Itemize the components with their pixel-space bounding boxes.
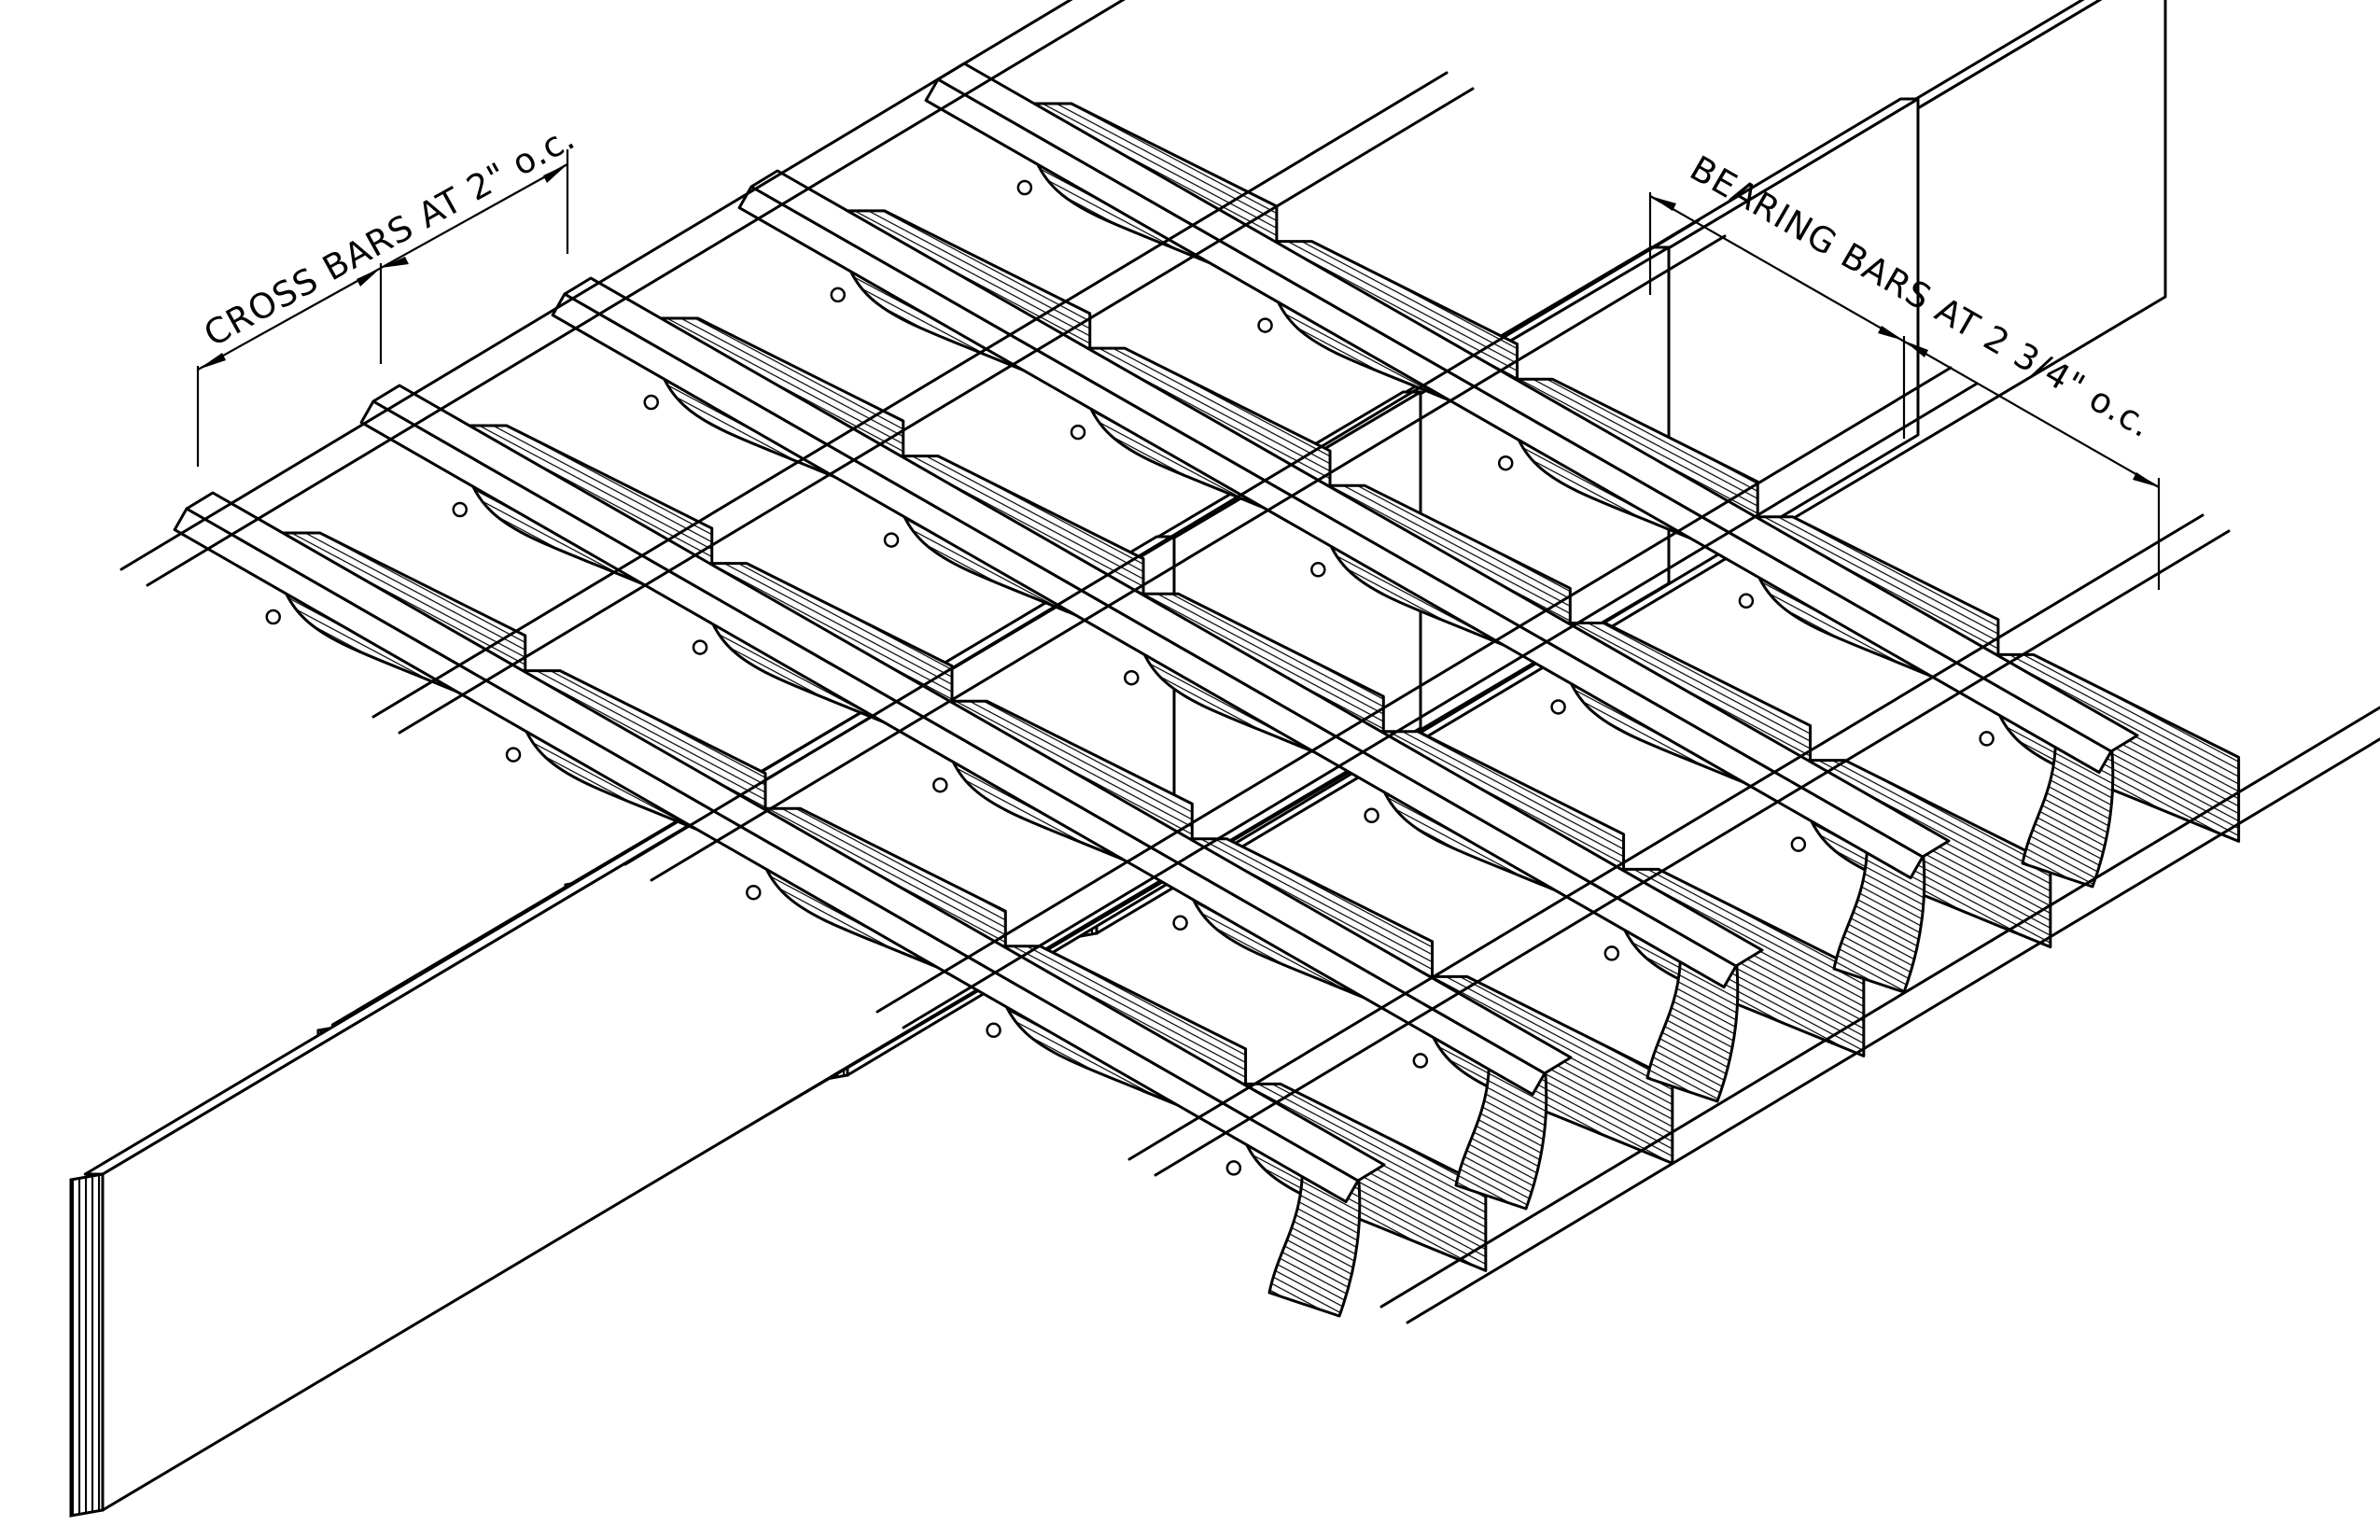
cross-bars-label: CROSS BARS AT 2" o.c. xyxy=(198,118,582,355)
twist-curl xyxy=(1124,669,1140,686)
twist-curl xyxy=(1364,807,1379,824)
twist-curl xyxy=(1070,424,1086,441)
twist-curl xyxy=(1497,455,1514,471)
top-cross-bar-top xyxy=(563,276,1764,968)
twist-curl xyxy=(1257,317,1273,333)
top-bearing-edge xyxy=(1379,706,2380,1324)
top-cross-bar xyxy=(173,491,1386,1204)
top-cross-bar xyxy=(551,276,1764,989)
twist-curl xyxy=(932,777,948,793)
twist-curl xyxy=(1172,915,1188,931)
top-bearing-edge xyxy=(1127,513,2231,1177)
twist-curl xyxy=(830,287,846,303)
twist-curl xyxy=(746,884,762,901)
top-bearing-edge xyxy=(119,0,1126,587)
twist-curl xyxy=(1738,593,1755,609)
top-cross-bar xyxy=(359,384,1573,1097)
twist-curl xyxy=(1550,699,1566,715)
top-bearing-edge xyxy=(875,366,1979,1029)
bearing-bar xyxy=(69,535,1176,1518)
twist-curl xyxy=(1225,1160,1242,1176)
twist-curl xyxy=(883,532,900,548)
twist-curl xyxy=(692,639,708,655)
top-bearing-edge xyxy=(371,71,1475,735)
top-cross-bar-top xyxy=(371,384,1573,1075)
twist-curl xyxy=(643,394,659,411)
twist-curl xyxy=(986,1022,1001,1039)
twist-curl xyxy=(1979,731,1995,747)
twist-curl xyxy=(265,609,281,625)
twist-curl xyxy=(452,501,468,518)
bearing-bar-end xyxy=(69,1172,105,1518)
top-cross-bars xyxy=(119,0,2380,1324)
twist-curl xyxy=(1016,179,1033,196)
top-bearing-edge xyxy=(623,218,1727,882)
top-cross-bar xyxy=(924,62,2139,775)
twist-curl xyxy=(1790,836,1807,852)
twist-curl xyxy=(1310,562,1326,578)
twist-curl xyxy=(1412,1053,1429,1069)
bearing-bar-face xyxy=(101,535,1176,1512)
twist-curl xyxy=(1603,945,1620,961)
twist-curl xyxy=(505,747,522,763)
